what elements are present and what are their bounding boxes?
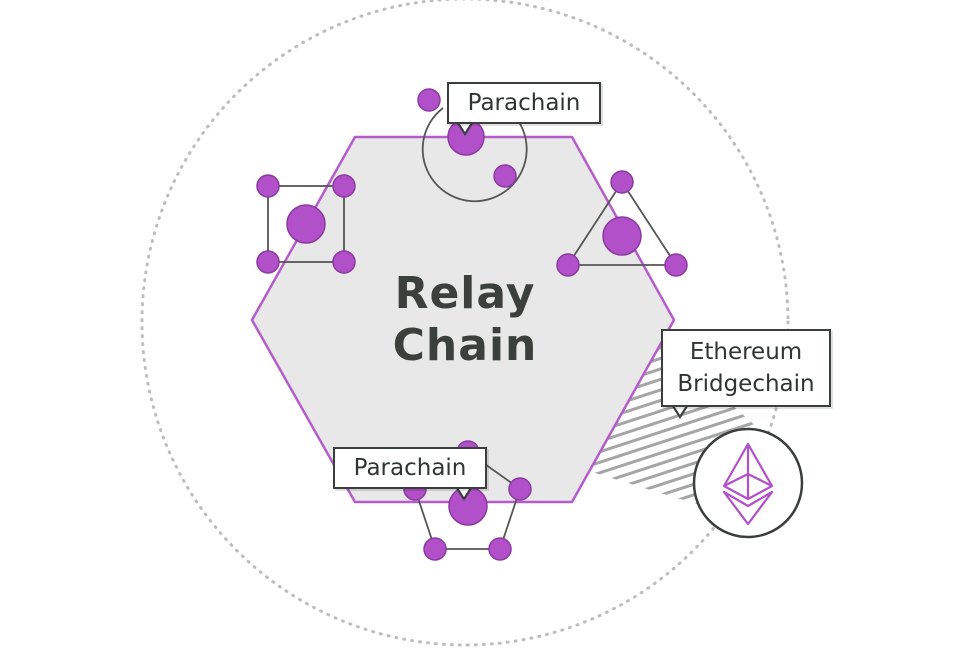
- parachain-callout-bottom: Parachain: [333, 447, 487, 489]
- bridgechain-callout: Ethereum Bridgechain: [661, 329, 831, 407]
- parachain-core-node: [602, 216, 642, 256]
- collator-node: [256, 174, 280, 198]
- parachain-core-node: [286, 204, 326, 244]
- collator-node: [423, 537, 447, 561]
- collator-node: [332, 250, 356, 274]
- parachain-left: [256, 174, 356, 274]
- parachain-right: [556, 170, 688, 277]
- collator-node: [556, 253, 580, 277]
- relay-chain-label: Relay Chain: [340, 268, 590, 372]
- network-boundary-circle: [140, 0, 790, 647]
- collator-node: [417, 88, 441, 112]
- collator-node: [332, 174, 356, 198]
- collator-node: [256, 250, 280, 274]
- bridgechain-callout-line1: Ethereum: [689, 339, 803, 365]
- callout-pointer-inner: [673, 404, 687, 415]
- parachain-callout-top: Parachain: [447, 82, 601, 124]
- collator-node: [508, 477, 532, 501]
- parachain-callout-bottom-text: Parachain: [353, 455, 467, 481]
- parachain-callout-top-text: Parachain: [467, 90, 581, 116]
- relay-chain-label-line2: Chain: [392, 320, 538, 371]
- relay-chain-label-line1: Relay: [394, 268, 536, 319]
- callout-pointer-inner: [457, 486, 471, 497]
- ethereum-bridge-node: [692, 427, 804, 539]
- collator-node: [493, 164, 517, 188]
- callout-pointer-inner: [458, 121, 472, 132]
- collator-node: [664, 253, 688, 277]
- collator-node: [488, 537, 512, 561]
- ethereum-icon: [722, 442, 774, 526]
- collator-node: [610, 170, 634, 194]
- relay-chain-hexagon: [250, 135, 676, 504]
- bridgechain-callout-line2: Bridgechain: [677, 371, 815, 397]
